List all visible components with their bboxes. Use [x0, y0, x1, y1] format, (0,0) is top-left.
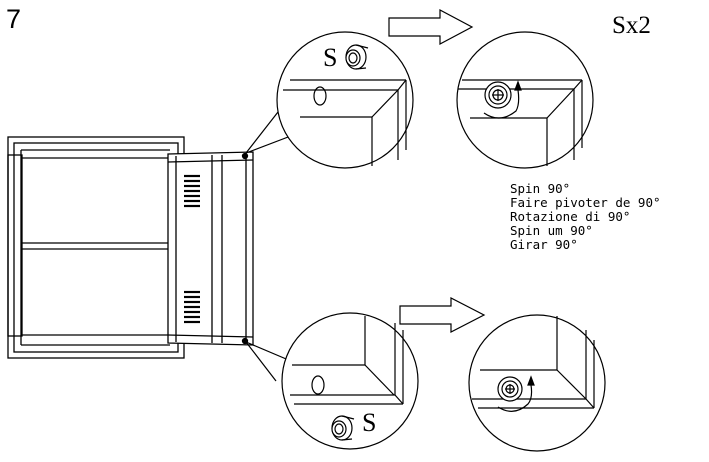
quantity-label: Sx2: [612, 12, 651, 39]
arrow-right-icon: [399, 297, 486, 333]
rotate-arrow-icon: [483, 80, 522, 119]
instruction-es: Girar 90°: [510, 237, 578, 252]
cabinet-drawing: [7, 136, 254, 359]
cam-lock-icon: [484, 81, 512, 109]
instruction-it: Rotazione di 90°: [510, 209, 630, 224]
part-label-top: S: [323, 43, 337, 72]
cam-lock-icon: [331, 415, 355, 441]
callout-leaders: [245, 111, 299, 382]
instruction-list: Spin 90° Faire pivoter de 90° Rotazione …: [510, 181, 661, 252]
cam-lock-icon: [497, 376, 523, 402]
step-number: 7: [6, 4, 21, 34]
instruction-fr: Faire pivoter de 90°: [510, 195, 661, 210]
rotate-arrow-icon: [497, 375, 535, 412]
detail-circle-bottom-right: [468, 314, 606, 452]
detail-circle-bottom-left: S: [281, 312, 419, 450]
instruction-de: Spin um 90°: [510, 223, 593, 238]
cam-lock-icon: [345, 44, 369, 70]
arrow-right-icon: [388, 9, 474, 45]
detail-circle-top-left: S: [276, 31, 414, 169]
instruction-en: Spin 90°: [510, 181, 570, 196]
detail-circle-top-right: [456, 31, 594, 169]
part-label-bottom: S: [362, 408, 376, 437]
